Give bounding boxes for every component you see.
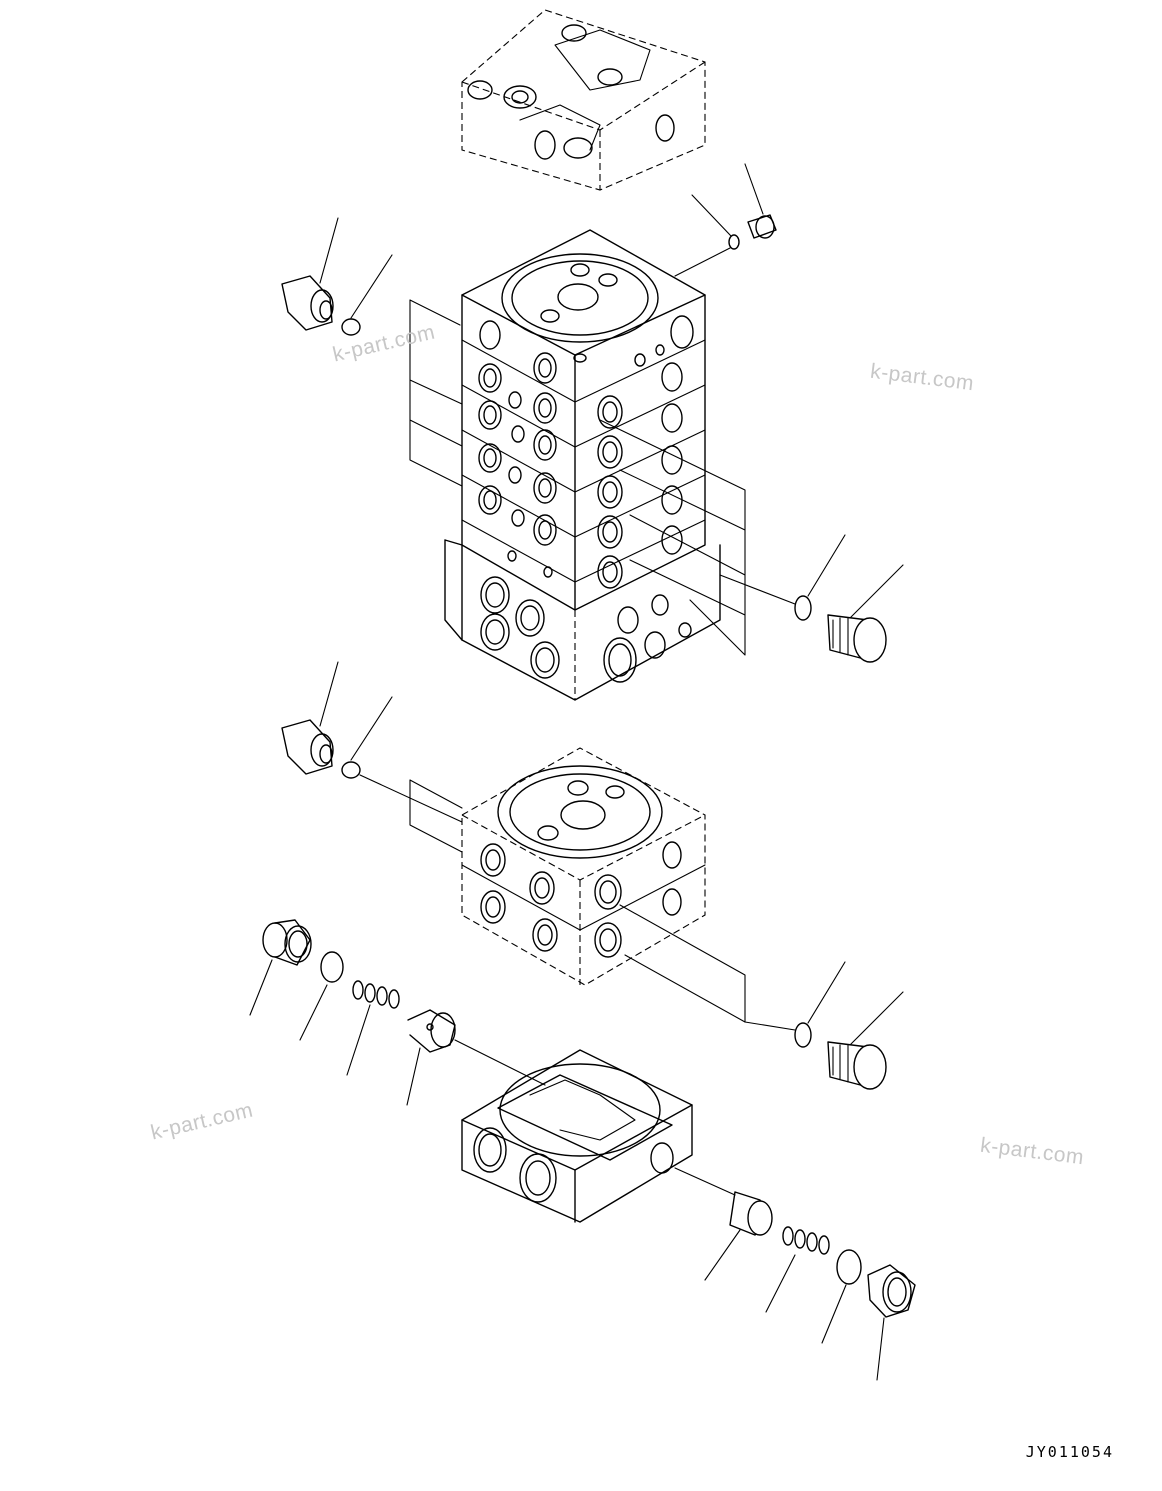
- second-valve-block: [409, 747, 746, 1023]
- top-cover-block: [461, 9, 706, 191]
- left-face-ports: [478, 320, 557, 578]
- mid-left-plug: [281, 661, 463, 823]
- inlet-section: [444, 539, 721, 701]
- main-valve-stack: [409, 229, 746, 701]
- lower-right-plug: [744, 961, 904, 1090]
- upper-left-plug: [281, 217, 393, 336]
- left-spool-parts: [249, 919, 546, 1106]
- right-face-ports: [597, 315, 694, 589]
- drawing-code-label: JY011054: [1025, 1443, 1114, 1461]
- upper-right-plug: [674, 163, 777, 277]
- bottom-cover-block: [461, 1049, 736, 1223]
- mid-right-plug: [719, 534, 904, 663]
- right-spool-parts: [704, 1191, 916, 1381]
